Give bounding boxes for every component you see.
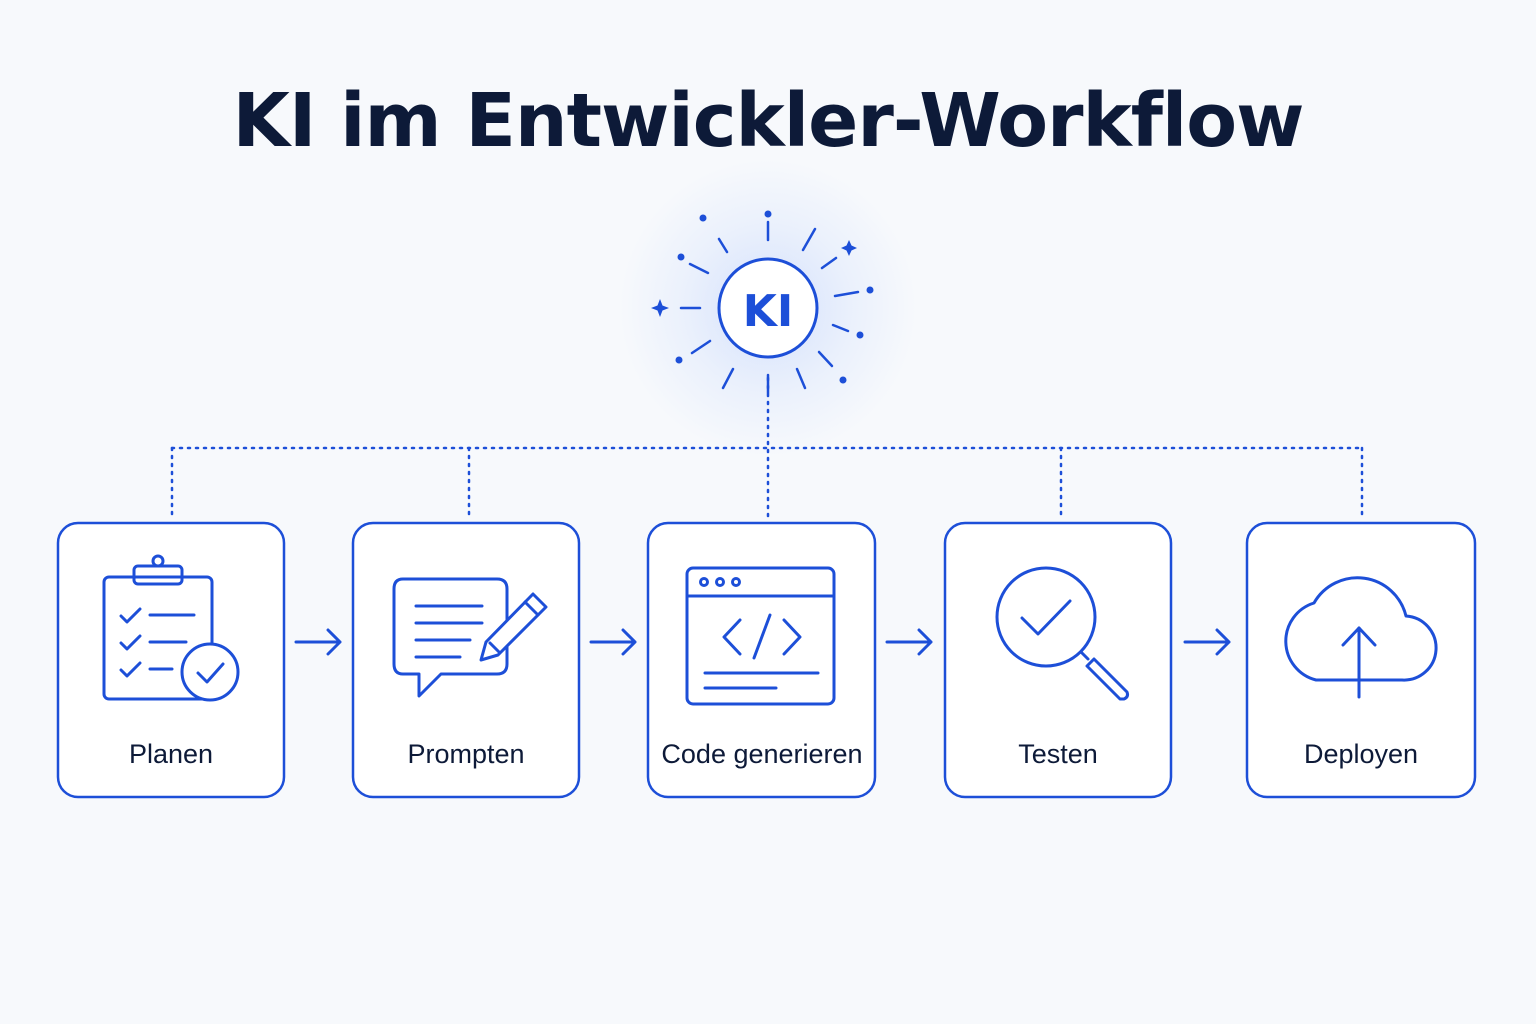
magnifier-check-icon: [995, 566, 1130, 701]
arrow-right-icon: [589, 628, 637, 656]
step-label-prompten: Prompten: [407, 739, 525, 769]
hub-label: KI: [743, 286, 793, 337]
step-card-testen: [943, 521, 1173, 799]
code-window-icon: [685, 566, 836, 706]
step-card-prompten: [351, 521, 581, 799]
chat-pencil-icon: [392, 577, 548, 698]
step-card-planen: [56, 521, 286, 799]
ai-sparkle-icon: [651, 210, 874, 395]
diagram-title: KI im Entwickler-Workflow: [232, 78, 1304, 164]
arrow-right-icon: [294, 628, 342, 656]
step-label-planen: Planen: [128, 739, 214, 769]
arrow-right-icon: [885, 628, 933, 656]
arrow-right-icon: [1183, 628, 1231, 656]
step-label-deployen: Deployen: [1303, 739, 1419, 769]
step-label-testen: Testen: [1018, 739, 1098, 769]
step-card-deployen: [1245, 521, 1477, 799]
clipboard-checklist-icon: [102, 554, 240, 702]
dotted-connectors: [170, 376, 1364, 522]
ai-hub: [717, 257, 819, 359]
step-label-code-generieren: Code generieren: [661, 739, 863, 769]
step-card-code-generieren: [646, 521, 877, 799]
cloud-upload-icon: [1284, 576, 1438, 699]
